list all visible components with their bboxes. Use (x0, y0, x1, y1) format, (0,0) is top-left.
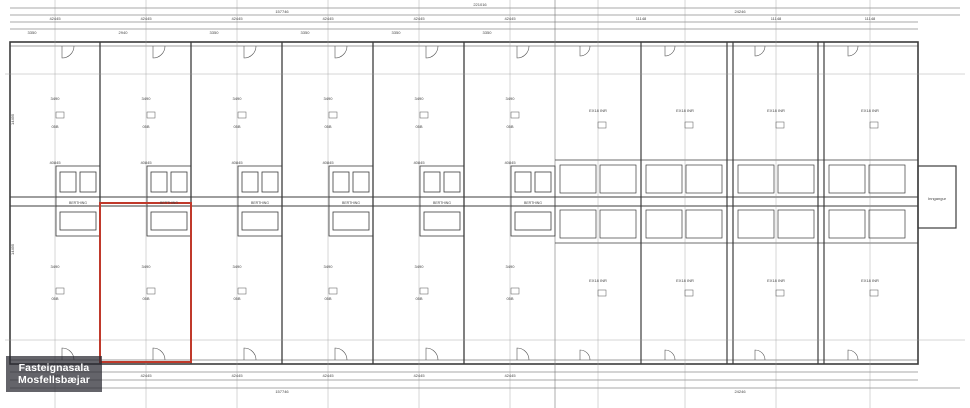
dim-left-block: 157746 (275, 9, 289, 14)
svg-text:3490: 3490 (51, 96, 61, 101)
svg-text:BERTHING: BERTHING (251, 201, 269, 205)
dim-right-block: 24246 (734, 9, 746, 14)
svg-text:3350: 3350 (483, 30, 493, 35)
logo-line2: Mosfellsbæjar (18, 374, 90, 386)
svg-text:14495: 14495 (10, 243, 15, 255)
svg-text:40845: 40845 (504, 160, 516, 165)
svg-text:24246: 24246 (734, 389, 746, 394)
svg-text:3350: 3350 (28, 30, 38, 35)
svg-text:40845: 40845 (231, 160, 243, 165)
svg-text:EX18 INR: EX18 INR (676, 108, 694, 113)
svg-text:05B: 05B (415, 124, 422, 129)
svg-text:42445: 42445 (322, 373, 334, 378)
service-cores (55, 165, 556, 237)
svg-text:3490: 3490 (415, 96, 425, 101)
svg-text:42445: 42445 (322, 16, 334, 21)
svg-text:3350: 3350 (392, 30, 402, 35)
svg-text:05B: 05B (506, 296, 513, 301)
svg-text:42445: 42445 (413, 16, 425, 21)
svg-text:BERTHING: BERTHING (433, 201, 451, 205)
svg-text:05B: 05B (142, 124, 149, 129)
svg-text:11148: 11148 (636, 16, 647, 21)
dim-overall: 221016 (473, 2, 487, 7)
svg-text:3490: 3490 (324, 264, 334, 269)
svg-text:05B: 05B (51, 124, 58, 129)
agency-logo: Fasteignasala Mosfellsbæjar (6, 356, 102, 392)
svg-text:42445: 42445 (49, 16, 61, 21)
svg-text:3350: 3350 (210, 30, 220, 35)
svg-text:05B: 05B (324, 124, 331, 129)
side-height-dims: 14495 14495 (10, 113, 15, 255)
grid-axes (5, 0, 965, 408)
svg-text:3490: 3490 (142, 264, 152, 269)
right-unit-walls (555, 42, 918, 364)
svg-text:EX18 INR: EX18 INR (676, 278, 694, 283)
svg-text:40845: 40845 (322, 160, 334, 165)
svg-text:EX18 INR: EX18 INR (861, 278, 879, 283)
dimension-labels: 221016 157746 24246 42445 42445 42445 42… (28, 2, 876, 394)
highlighted-unit (99, 202, 192, 363)
unit-labels-top: 3490 3490 3490 3490 3490 3490 05B 05B 05… (51, 96, 516, 129)
svg-text:05B: 05B (51, 296, 58, 301)
right-service-rooms (559, 164, 906, 239)
svg-text:3490: 3490 (506, 96, 516, 101)
svg-text:40845: 40845 (413, 160, 425, 165)
logo-line1: Fasteignasala (18, 362, 90, 374)
svg-text:40845: 40845 (140, 160, 152, 165)
svg-text:3490: 3490 (142, 96, 152, 101)
svg-text:42445: 42445 (504, 16, 516, 21)
svg-text:EX18 INR: EX18 INR (861, 108, 879, 113)
svg-text:42445: 42445 (140, 373, 152, 378)
svg-text:05B: 05B (415, 296, 422, 301)
side-room-label: Inngangur (928, 196, 947, 201)
svg-text:EX18 INR: EX18 INR (767, 278, 785, 283)
svg-text:3490: 3490 (233, 96, 243, 101)
svg-text:EX18 INR: EX18 INR (589, 278, 607, 283)
svg-text:42445: 42445 (231, 16, 243, 21)
svg-text:05B: 05B (506, 124, 513, 129)
svg-text:3490: 3490 (51, 264, 61, 269)
svg-text:05B: 05B (142, 296, 149, 301)
service-labels: BERTHING BERTHING BERTHING BERTHING BERT… (69, 201, 542, 205)
svg-text:40845: 40845 (49, 160, 61, 165)
svg-text:EX18 INR: EX18 INR (767, 108, 785, 113)
svg-text:3490: 3490 (506, 264, 516, 269)
svg-text:42445: 42445 (504, 373, 516, 378)
svg-text:05B: 05B (233, 124, 240, 129)
fixtures (55, 111, 879, 297)
svg-text:3490: 3490 (233, 264, 243, 269)
right-unit-labels: EX18 INR EX18 INR EX18 INR EX18 INR EX18… (589, 108, 879, 283)
svg-text:BERTHING: BERTHING (342, 201, 360, 205)
svg-text:EX18 INR: EX18 INR (589, 108, 607, 113)
svg-text:11148: 11148 (771, 16, 782, 21)
svg-text:3490: 3490 (415, 264, 425, 269)
svg-text:3350: 3350 (301, 30, 311, 35)
unit-labels-bottom: 3490 3490 3490 3490 3490 3490 05B 05B 05… (51, 264, 516, 301)
svg-text:BERTHING: BERTHING (69, 201, 87, 205)
svg-text:14495: 14495 (10, 113, 15, 125)
svg-text:157746: 157746 (275, 389, 289, 394)
svg-text:42445: 42445 (140, 16, 152, 21)
svg-text:42445: 42445 (231, 373, 243, 378)
svg-text:05B: 05B (324, 296, 331, 301)
svg-text:BERTHING: BERTHING (524, 201, 542, 205)
svg-text:3490: 3490 (324, 96, 334, 101)
svg-text:BERTHING: BERTHING (160, 201, 178, 205)
svg-text:42445: 42445 (413, 373, 425, 378)
svg-text:11148: 11148 (865, 16, 876, 21)
svg-text:05B: 05B (233, 296, 240, 301)
svg-text:2940: 2940 (119, 30, 129, 35)
